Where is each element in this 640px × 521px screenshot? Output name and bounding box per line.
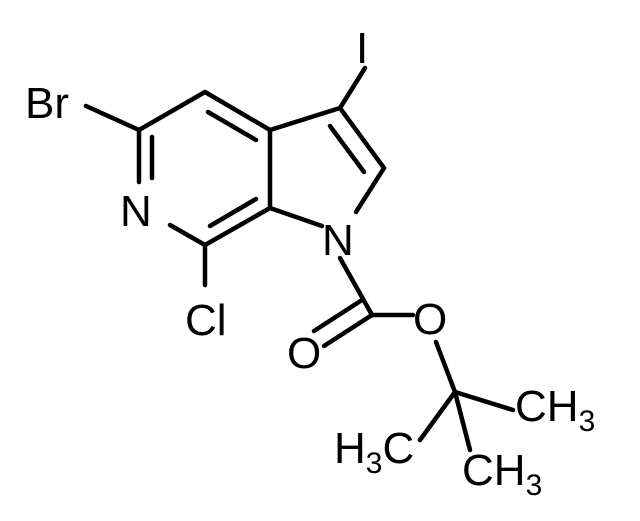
- bond-cq-ch3-left: [417, 389, 458, 443]
- atom-cl-label: Cl: [185, 296, 227, 345]
- methyl-right-label: CH3: [515, 382, 595, 438]
- methyl-left-subscript: 3: [366, 447, 383, 480]
- bond-c7a-n1: [267, 205, 325, 229]
- methyl-bottom-subscript: 3: [526, 469, 543, 502]
- atom-o-carbonyl-label: O: [287, 329, 321, 378]
- bond-c3-c2: [337, 105, 387, 171]
- bond-cq-ch3-bottom: [452, 389, 473, 453]
- atom-i-label: I: [356, 24, 368, 73]
- atom-n-ring-label: N: [120, 187, 152, 236]
- methyl-left-label: H3C: [334, 424, 414, 480]
- methyl-bottom-ch: CH: [462, 446, 526, 495]
- bond-c4-c3a: [202, 89, 273, 133]
- bond-c5-br: [83, 103, 142, 133]
- bond-c3-c2-inner: [327, 123, 367, 175]
- bond-c7-n6: [167, 222, 208, 248]
- bond-c7a-c7: [202, 205, 273, 248]
- bond-c3-i: [337, 65, 368, 111]
- atom-br-label: Br: [25, 79, 69, 128]
- methyl-left-c: C: [382, 424, 414, 473]
- bond-c-o-double-2: [311, 297, 365, 334]
- atom-o-ester-label: O: [413, 295, 447, 344]
- bond-c3a-c3: [267, 105, 343, 133]
- methyl-right-ch: CH: [515, 382, 579, 431]
- bond-c2-n1: [353, 165, 387, 215]
- bond-cq-ch3-right: [452, 389, 516, 413]
- bond-c4-c3a-inner: [205, 109, 259, 143]
- methyl-right-subscript: 3: [579, 405, 596, 438]
- bond-c-o-double-1: [321, 312, 375, 349]
- atom-n1-label: N: [322, 216, 354, 265]
- methyl-bottom-label: CH3: [462, 446, 542, 502]
- bond-c7a-c7-inner: [207, 196, 259, 229]
- bond-n1-ccarbonyl: [337, 255, 375, 318]
- bond-oester-cq: [433, 339, 458, 395]
- pyrrole-ring: [267, 105, 387, 229]
- bond-c5-c4: [136, 89, 208, 133]
- boc-group: [311, 255, 516, 453]
- pyridine-ring: [136, 89, 273, 248]
- methyl-left-h: H: [334, 424, 366, 473]
